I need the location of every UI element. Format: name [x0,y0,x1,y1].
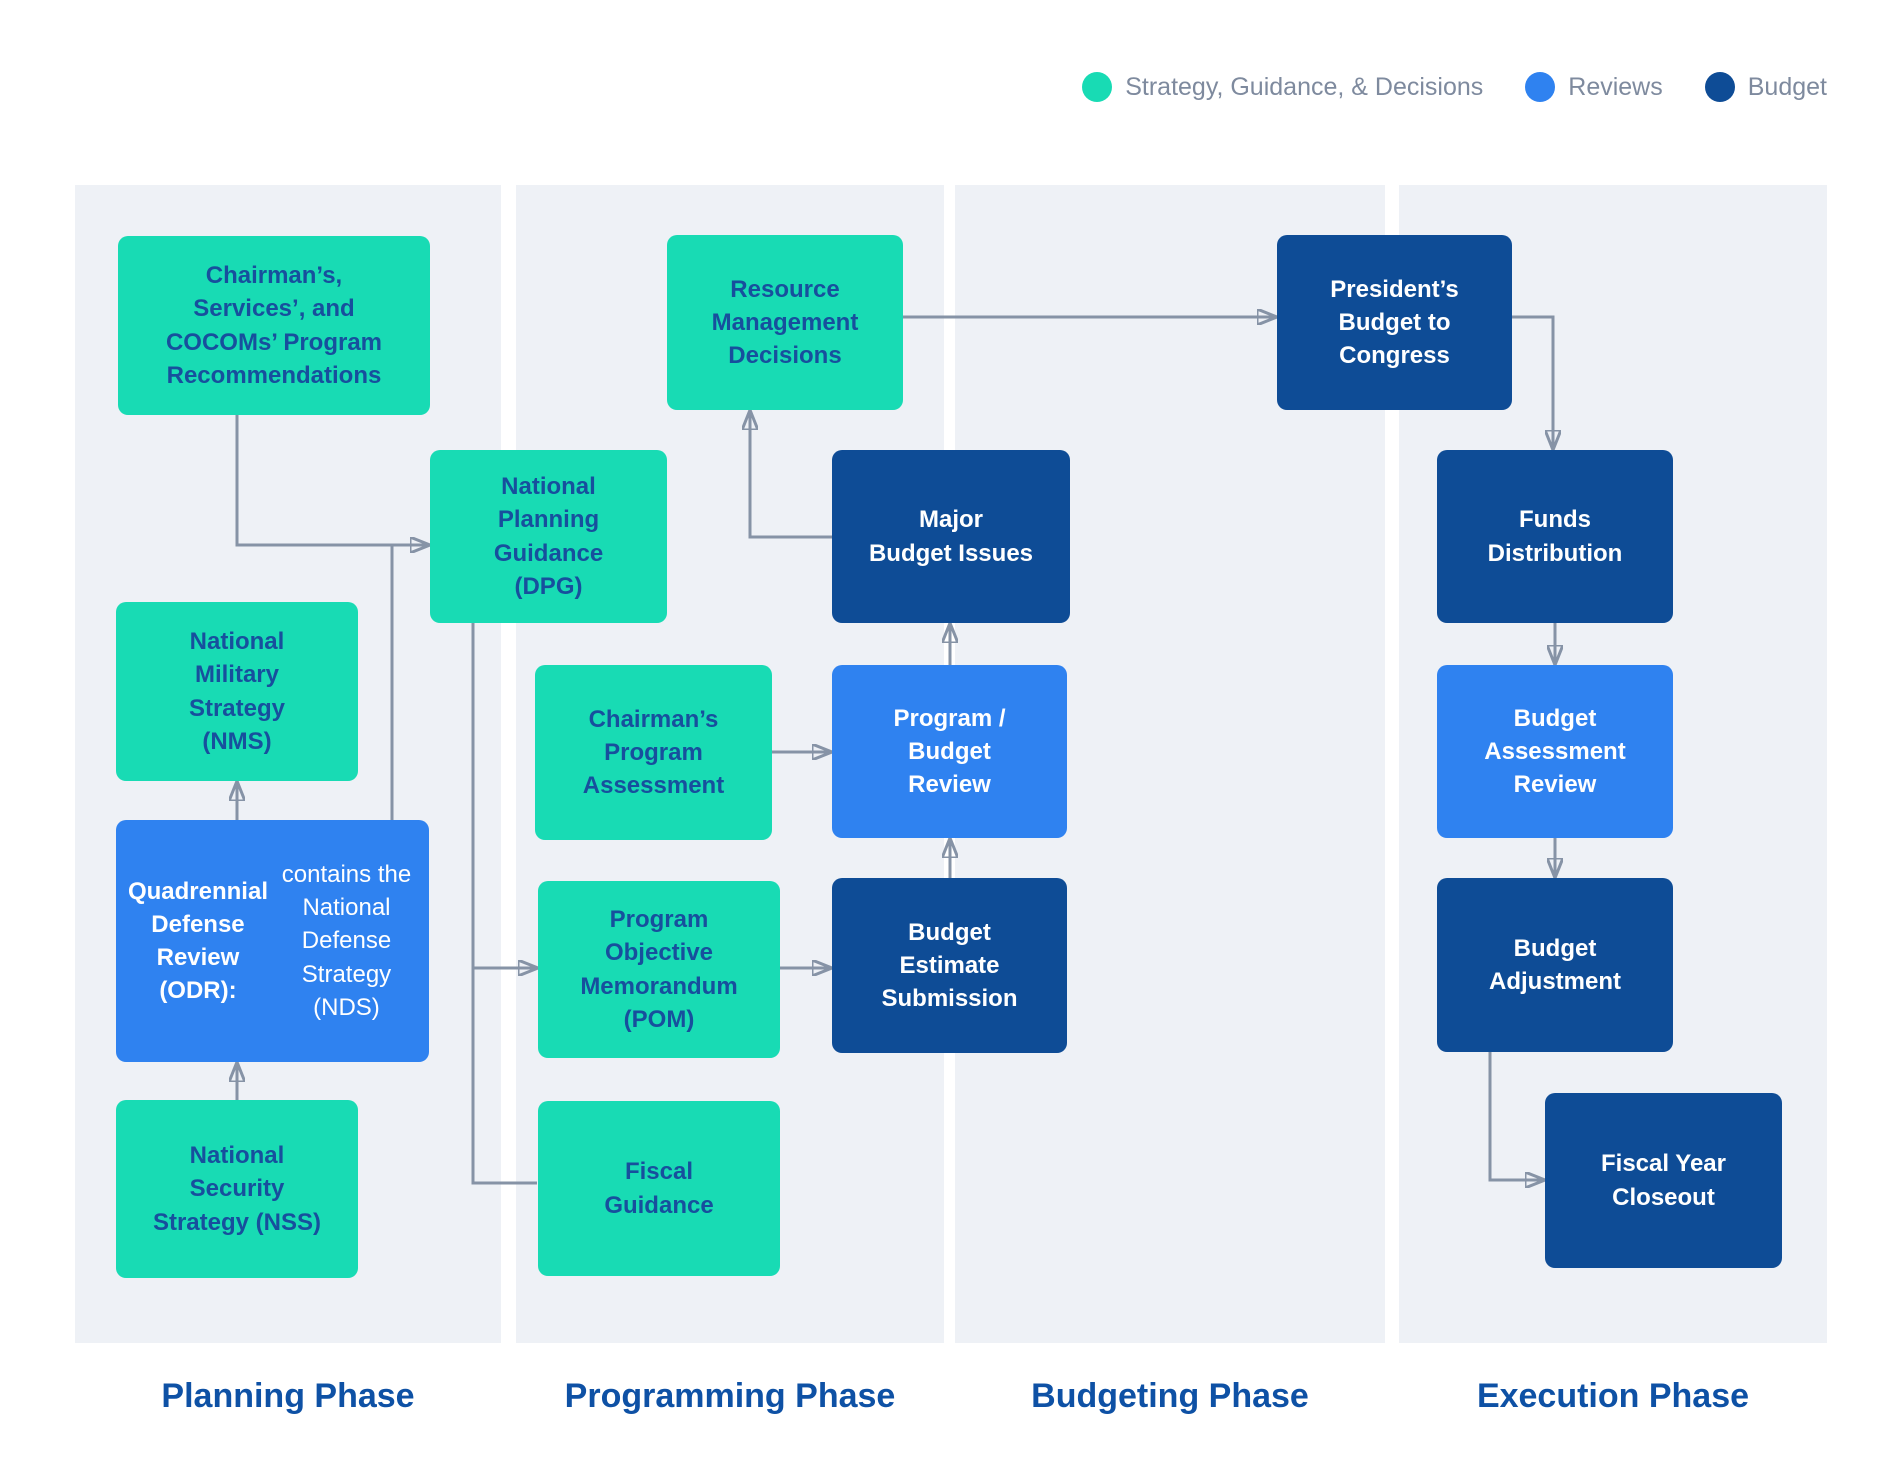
legend-item-budget: Budget [1704,72,1827,102]
node-budget-adjustment: Budget Adjustment [1437,878,1673,1052]
node-chairmans-recommendations: Chairman’s, Services’, and COCOMs’ Progr… [118,236,430,415]
connector-dpg-to-fiscal-guidance [471,623,537,1185]
node-resource-management-decisions: Resource Management Decisions [667,235,903,410]
node-quadrennial-defense-review: Quadrennial Defense Review (ODR): contai… [116,820,429,1062]
node-fiscal-guidance: Fiscal Guidance [538,1101,780,1276]
connector-pbc-to-fd [1512,315,1553,449]
legend: Strategy, Guidance, & Decisions Reviews … [1082,72,1827,102]
connector-chairmans-to-dpg [235,415,429,545]
budget-dot-icon [1704,72,1735,102]
legend-label-strategy: Strategy, Guidance, & Decisions [1125,72,1484,101]
node-presidents-budget-to-congress: President’s Budget to Congress [1277,235,1512,410]
qdr-regular-text: contains the National Defense Strategy (… [281,861,412,1021]
phase-label-budgeting: Budgeting Phase [1031,1376,1309,1415]
node-national-military-strategy: National Military Strategy (NMS) [116,602,358,781]
node-program-budget-review: Program / Budget Review [832,665,1067,838]
legend-label-budget: Budget [1747,72,1827,101]
phase-label-execution: Execution Phase [1476,1376,1750,1415]
legend-item-strategy: Strategy, Guidance, & Decisions [1082,72,1483,102]
reviews-dot-icon [1525,72,1556,102]
node-program-objective-memorandum: Program Objective Memorandum (POM) [538,881,780,1058]
node-funds-distribution: Funds Distribution [1437,450,1673,623]
legend-label-reviews: Reviews [1568,72,1663,101]
node-budget-estimate-submission: Budget Estimate Submission [832,878,1067,1053]
node-chairmans-program-assessment: Chairman’s Program Assessment [535,665,772,840]
strategy-dot-icon [1082,72,1113,102]
qdr-bold-text: Quadrennial Defense Review (ODR): [127,877,268,1005]
node-major-budget-issues: Major Budget Issues [832,450,1070,623]
node-national-security-strategy: National Security Strategy (NSS) [116,1100,358,1278]
phase-label-programming: Programming Phase [564,1376,896,1415]
connector-ba-to-fyc [1488,1052,1544,1180]
node-fiscal-year-closeout: Fiscal Year Closeout [1545,1093,1782,1268]
connector-mbi-to-rmd [750,411,832,539]
phase-label-planning: Planning Phase [161,1376,415,1415]
legend-item-reviews: Reviews [1525,72,1663,102]
node-national-planning-guidance: National Planning Guidance (DPG) [430,450,667,623]
node-budget-assessment-review: Budget Assessment Review [1437,665,1673,838]
